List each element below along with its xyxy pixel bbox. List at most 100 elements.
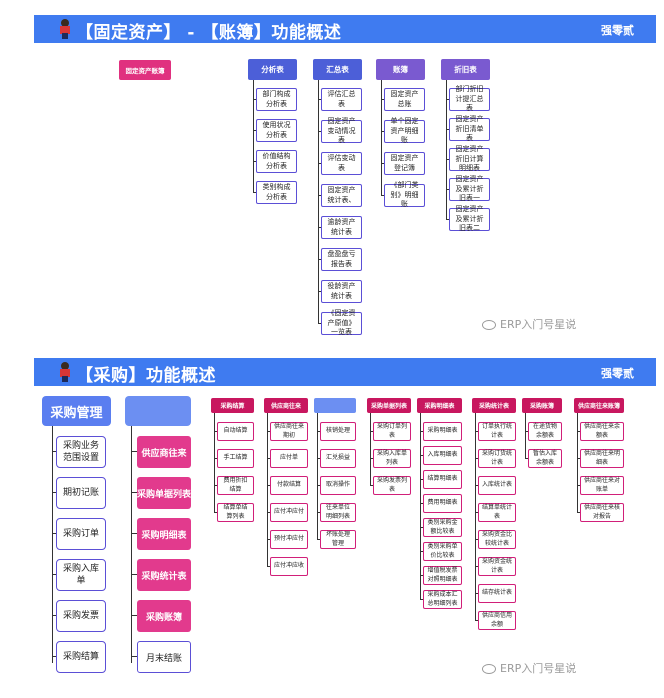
report-item: 供应商往来核对报告 [580,503,624,522]
watermark: ERP入门号星说 [482,660,576,676]
ledger-item: 固定资产折旧清单表 [449,118,490,141]
report-item: 自动结算 [217,422,254,441]
report-item: 坏账处理管理 [320,530,356,549]
author-label: 强零贰 [601,365,634,381]
connector-line [525,413,526,458]
procurement-step: 采购结算 [56,641,106,673]
procurement-step: 期初记账 [56,477,106,509]
ledger-item: 价值结构分析表 [256,150,297,173]
procurement-function: 采购明细表 [137,518,191,550]
sub-column-head-4: 采购明细表 [417,398,462,413]
column-head-1: 汇总表 [313,59,362,80]
author-label: 强零贰 [601,22,634,38]
ledger-item: 使用状况分析表 [256,119,297,142]
report-item: 往来单位明细列表 [320,503,356,522]
report-item: 类别采购金额比较表 [423,518,462,537]
report-item: 应付冲应付 [270,503,308,522]
report-item: 入库明细表 [423,446,462,465]
report-item: 采购订货统计表 [478,449,516,468]
report-item: 应付单 [270,449,308,468]
ledger-item: 评估汇总表 [321,88,362,111]
ledger-item: 部门构成分析表 [256,88,297,111]
report-item: 供应商信用余额 [478,611,516,630]
report-item: 采购成本汇总明细列表 [423,590,462,609]
procurement-center-head [125,396,191,426]
connector-line [381,80,382,195]
sub-column-head-7: 供应商往来账簿 [574,398,624,413]
ledger-item: 部门折旧计提汇总表 [449,88,490,111]
report-item: 采购订单列表 [373,422,411,441]
ledger-item: 《固定资产原值》一览表 [321,312,362,335]
sub-column-head-3: 采购单据列表 [367,398,411,413]
procurement-step: 采购发票 [56,600,106,632]
connector-line [214,413,215,512]
report-item: 采购发票列表 [373,476,411,495]
report-item: 取消操作 [320,476,356,495]
report-item: 手工结算 [217,449,254,468]
ledger-item: 逾龄资产统计表 [321,216,362,239]
report-item: 供应商往来余额表 [580,422,624,441]
procurement-main-head: 采购管理 [42,396,111,426]
procurement-step: 采购订单 [56,518,106,550]
report-item: 采购资金统计表 [478,557,516,576]
connector-line [370,413,371,485]
banner-procurement: 【采购】功能概述 强零贰 [34,358,656,386]
report-item: 供应商往来期初 [270,422,308,441]
procurement-function: 采购单据列表 [137,477,191,509]
report-item: 结算单结算列表 [217,503,254,522]
report-item: 订单执行统计表 [478,422,516,441]
report-item: 汇兑损益 [320,449,356,468]
procurement-function: 采购账簿 [137,600,191,632]
procurement-function: 采购统计表 [137,559,191,591]
column-head-3: 折旧表 [441,59,490,80]
ledger-item: 《部门类别》明细账 [384,184,425,207]
report-item: 入库统计表 [478,476,516,495]
report-item: 采购入库单列表 [373,449,411,468]
ledger-item: 盘盈盘亏报告表 [321,248,362,271]
report-item: 供应商往来对账单 [580,476,624,495]
connector-line [420,413,421,599]
person-flag-icon [58,19,72,39]
sub-column-head-2 [314,398,356,413]
ledger-item: 役龄资产统计表 [321,280,362,303]
report-item: 结算单统计表 [478,503,516,522]
report-item: 结存统计表 [478,584,516,603]
root-node-fixed-asset-ledger: 固定资产账簿 [119,60,171,80]
connector-line [475,413,476,620]
ledger-item: 固定资产变动情况表 [321,120,362,143]
section-title: 【采购】功能概述 [76,361,216,386]
ledger-item: 评估变动表 [321,152,362,175]
watermark: ERP入门号星说 [482,316,576,332]
ledger-item: 固定资产及累计折旧表一 [449,178,490,201]
connector-line [267,413,268,566]
report-item: 应付冲应收 [270,557,308,576]
connector-line [577,413,578,512]
report-item: 暂估入库余额表 [528,449,562,468]
report-item: 采购明细表 [423,422,462,441]
report-item: 核销处理 [320,422,356,441]
report-item: 采购资金比较统计表 [478,530,516,549]
ledger-item: 固定资产总账 [384,88,425,111]
banner-fixed-assets: 【固定资产】 - 【账簿】功能概述 强零贰 [34,15,656,43]
ledger-item: 类别构成分析表 [256,181,297,204]
report-item: 在途货物余额表 [528,422,562,441]
connector-line [318,80,319,323]
report-item: 费用明细表 [423,494,462,513]
connector-line [52,426,53,663]
section-title: 【固定资产】 - 【账簿】功能概述 [76,18,341,43]
ledger-item: 固定资产及累计折旧表二 [449,208,490,231]
connector-line [446,80,447,219]
sub-column-head-5: 采购统计表 [472,398,516,413]
column-head-0: 分析表 [248,59,297,80]
sub-column-head-0: 采购结算 [211,398,254,413]
procurement-function: 月末结账 [137,641,191,673]
sub-column-head-1: 供应商往来 [264,398,308,413]
procurement-function: 供应商往来 [137,436,191,468]
ledger-item: 固定资产折旧计算明细表 [449,148,490,171]
report-item: 结算明细表 [423,470,462,489]
person-flag-icon [58,362,72,382]
report-item: 供应商往来明细表 [580,449,624,468]
report-item: 增值税发票对照明细表 [423,566,462,585]
ledger-item: 固定资产统计表、 [321,184,362,207]
report-item: 付款结算 [270,476,308,495]
